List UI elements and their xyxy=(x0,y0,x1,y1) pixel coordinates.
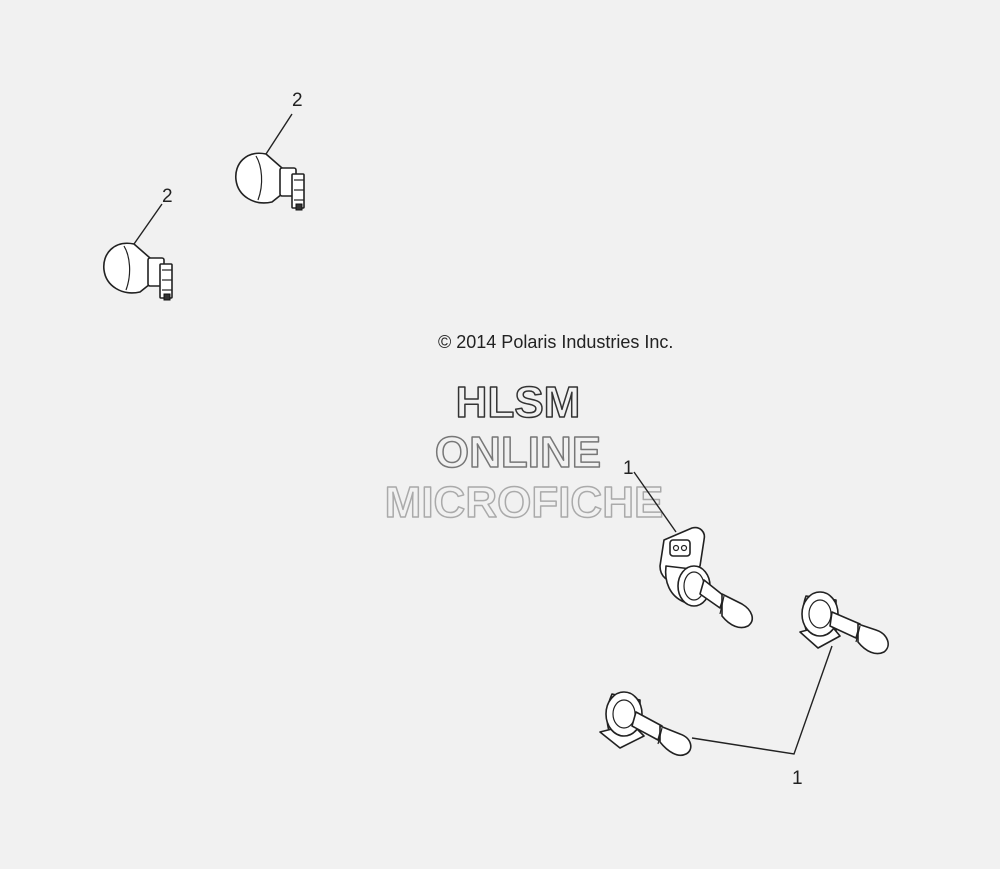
callout-pair: 1 xyxy=(792,768,803,789)
callout-connector: 1 xyxy=(623,458,634,479)
leader-line-bulb-upper xyxy=(265,113,293,155)
headlight-bulb-right[interactable] xyxy=(799,591,889,655)
watermark-line1: HLSM xyxy=(456,378,581,427)
wedge-bulb-lower[interactable] xyxy=(103,242,173,301)
headlight-bulb-connector[interactable] xyxy=(659,526,754,629)
wedge-bulb-upper[interactable] xyxy=(235,152,305,211)
copyright-text: © 2014 Polaris Industries Inc. xyxy=(438,332,673,352)
callout-bulb-lower: 2 xyxy=(162,186,173,207)
leader-line-bulb-lower xyxy=(133,203,163,245)
callout-bulb-upper: 2 xyxy=(292,90,303,111)
watermark-line2: ONLINE xyxy=(435,428,601,477)
watermark-line3: MICROFICHE xyxy=(385,478,664,527)
leader-line-connector xyxy=(633,471,677,533)
headlight-bulb-lower[interactable] xyxy=(599,691,692,757)
leader-line-pair xyxy=(691,645,833,755)
